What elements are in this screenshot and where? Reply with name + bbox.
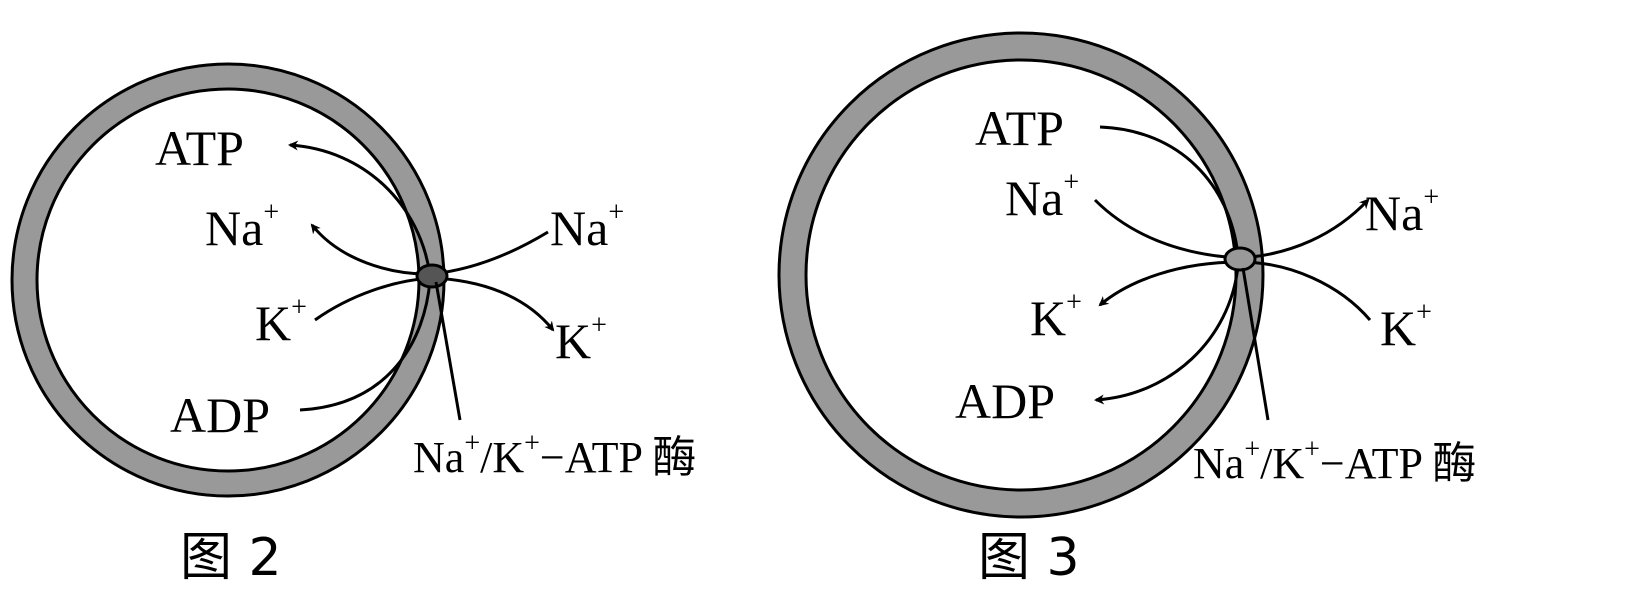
figure-3: ATP Na+ K+ ADP Na+ K+ Na+/K+−ATP 酶 图 3 bbox=[777, 31, 1476, 588]
na-outside-label: Na+ bbox=[1365, 182, 1439, 241]
k-outside-label: K+ bbox=[1380, 297, 1432, 356]
atp-label: ATP bbox=[155, 120, 244, 176]
na-inside-label: Na+ bbox=[1005, 167, 1079, 226]
figure-2: ATP Na+ K+ ADP Na+ K+ Na+/K+−ATP 酶 图 2 bbox=[10, 62, 696, 588]
atp-label: ATP bbox=[975, 100, 1064, 156]
na-k-atpase-pump bbox=[415, 263, 449, 289]
adp-label: ADP bbox=[170, 387, 270, 443]
k-in-line bbox=[1239, 260, 1372, 321]
figure-2-caption: 图 2 bbox=[180, 528, 282, 588]
figure-3-caption: 图 3 bbox=[978, 528, 1080, 588]
adp-label: ADP bbox=[955, 373, 1055, 429]
atp-arrow bbox=[288, 140, 432, 276]
k-in-line bbox=[314, 276, 433, 322]
enzyme-pointer-line bbox=[1241, 267, 1270, 421]
adp-arrow bbox=[1094, 265, 1240, 405]
k-inside-label: K+ bbox=[255, 292, 307, 351]
na-k-atpase-pump bbox=[1223, 246, 1257, 272]
enzyme-label: Na+/K+−ATP 酶 bbox=[413, 428, 696, 482]
enzyme-pointer-line bbox=[434, 281, 462, 421]
atp-line bbox=[1099, 125, 1240, 256]
na-in-line bbox=[431, 230, 549, 276]
na-outside-label: Na+ bbox=[550, 197, 624, 256]
adp-line bbox=[299, 279, 432, 412]
k-inside-label: K+ bbox=[1030, 287, 1082, 346]
na-inside-label: Na+ bbox=[205, 197, 279, 256]
k-outside-label: K+ bbox=[555, 310, 607, 369]
na-out-arrow bbox=[1239, 198, 1370, 260]
enzyme-label: Na+/K+−ATP 酶 bbox=[1193, 434, 1476, 488]
k-out-arrow bbox=[431, 276, 555, 332]
k-out-arrow bbox=[1098, 260, 1241, 307]
na-in-line bbox=[1093, 198, 1241, 260]
